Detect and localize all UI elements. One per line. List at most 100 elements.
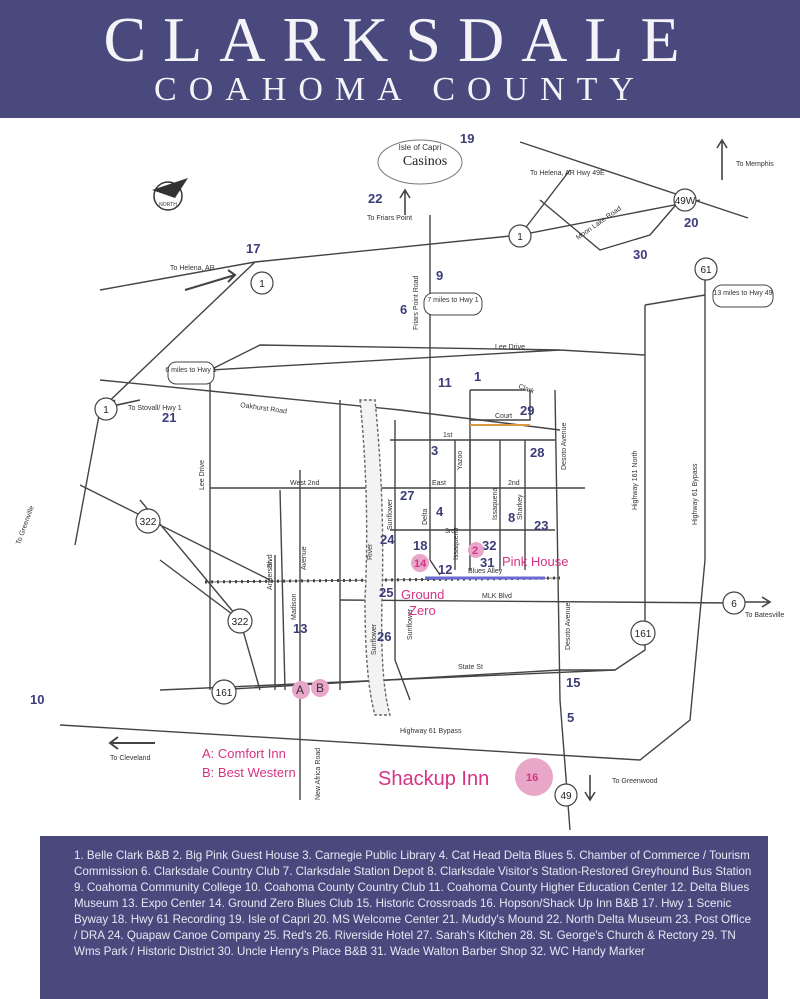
route-shield-1-north: 1 <box>508 224 532 248</box>
header-banner: CLARKSDALE COAHOMA COUNTY <box>0 0 800 118</box>
cross-streets <box>454 440 526 570</box>
ground-zero-label-2: Zero <box>409 603 436 618</box>
moon-lake-road <box>519 169 681 251</box>
route-shield-322-north: 322 <box>135 508 161 534</box>
dest-friars: To Friars Point <box>367 215 412 222</box>
shackup-marker-circle <box>515 758 553 796</box>
hwy-61-north <box>59 260 706 761</box>
casino-logo-main: Casinos <box>403 154 447 169</box>
site-number: 31 <box>480 555 494 570</box>
note-box-hwy49 <box>712 284 774 308</box>
site-number: 4 <box>436 504 444 519</box>
hwy-49e <box>519 141 749 219</box>
arrow-memphis <box>716 138 728 180</box>
map-subtitle: COAHOMA COUNTY <box>154 71 646 108</box>
dest-helena-left: To Helena, AR <box>170 265 215 272</box>
street-desoto-south: Desoto Avenue <box>565 603 572 650</box>
north-arrow-icon: NORTH <box>152 178 188 211</box>
street-oakhurst: Oakhurst Road <box>240 402 288 415</box>
svg-text:322: 322 <box>140 517 157 528</box>
madison-ave <box>279 489 286 691</box>
dest-memphis: To Memphis <box>736 161 774 168</box>
site-number: 29 <box>520 403 534 418</box>
site-number: 18 <box>413 538 427 553</box>
site-number: 10 <box>30 692 44 707</box>
marker-14: 14 <box>414 558 427 570</box>
compass-label: NORTH <box>159 202 177 208</box>
site-number: 32 <box>482 538 496 553</box>
street-hwy161-north: Highway 161 North <box>632 450 639 510</box>
site-number: 1 <box>474 369 481 384</box>
dest-greenwood: To Greenwood <box>612 778 658 785</box>
svg-text:322: 322 <box>232 617 249 628</box>
street-east: East <box>432 480 446 487</box>
map-title: CLARKSDALE <box>103 4 697 75</box>
marker-b: B <box>316 681 324 695</box>
street-court: Court <box>495 413 512 420</box>
sunflower-ave <box>394 420 411 701</box>
street-clark: Clark <box>517 383 535 395</box>
state-street <box>214 669 615 691</box>
site-number: 13 <box>293 621 307 636</box>
svg-text:1: 1 <box>103 405 109 416</box>
route-shield-1-west: 1 <box>250 271 274 295</box>
best-western-label: B: Best Western <box>202 765 296 780</box>
street-2nd: 2nd <box>508 480 520 487</box>
street-lee-drive-west: Lee Drive <box>199 460 206 490</box>
route-shield-161-east: 161 <box>630 620 656 646</box>
site-number: 21 <box>162 410 176 425</box>
note-hwy1-west: 6 miles to Hwy 1 <box>165 367 216 374</box>
street-west-2nd: West 2nd <box>290 480 320 487</box>
route-shield-322-south: 322 <box>227 608 253 634</box>
street-state: State St <box>458 664 483 671</box>
site-number: 6 <box>400 302 407 317</box>
dest-batesville: To Batesville <box>745 612 784 619</box>
site-number: 30 <box>633 247 647 262</box>
site-number: 26 <box>377 629 391 644</box>
site-number: 20 <box>684 215 698 230</box>
comfort-inn-label: A: Comfort Inn <box>202 746 286 761</box>
site-number: 24 <box>380 532 395 547</box>
marker-a: A <box>296 683 304 697</box>
route-shield-161-west: 161 <box>211 679 237 705</box>
marker-b-circle <box>311 679 329 697</box>
site-number: 3 <box>431 443 438 458</box>
street-mlk: MLK Blvd <box>482 593 512 600</box>
svg-text:49: 49 <box>560 791 572 802</box>
legend-text: 1. Belle Clark B&B 2. Big Pink Guest Hou… <box>74 849 752 958</box>
site-number: 5 <box>567 710 574 725</box>
svg-text:161: 161 <box>635 629 652 640</box>
mlk-blvd <box>339 599 736 604</box>
street-anderson: Anderson <box>267 560 274 590</box>
site-number: 9 <box>436 268 443 283</box>
street-first: 1st <box>443 432 452 439</box>
site-number: 8 <box>508 510 515 525</box>
friars-point-road <box>429 215 441 576</box>
site-number: 12 <box>438 562 452 577</box>
street-sunflower-ave: Sunflower <box>407 608 414 640</box>
marker-a-circle <box>292 681 310 699</box>
route-shield-49w: 49W <box>673 188 697 212</box>
site-number: 11 <box>438 375 452 390</box>
site-number: 25 <box>379 585 393 600</box>
note-box-hwy1-north <box>423 292 483 316</box>
dest-greenville: To Greenville <box>15 505 36 546</box>
route-shield-1-far-west: 1 <box>94 397 118 421</box>
oakhurst-road <box>99 379 561 431</box>
site-number: 17 <box>246 241 260 256</box>
street-desoto: Desoto Avenue <box>561 423 568 470</box>
marker-2-circle <box>468 542 484 558</box>
dest-stovall: To Stovall/ Hwy 1 <box>128 405 182 412</box>
svg-text:1: 1 <box>517 232 523 243</box>
street-blvd: Blvd <box>267 554 274 568</box>
marker-14-circle <box>411 554 429 572</box>
street-new-africa: New Africa Road <box>315 748 322 800</box>
arrow-greenwood <box>584 775 596 802</box>
svg-text:61: 61 <box>700 265 712 276</box>
svg-text:161: 161 <box>216 688 233 699</box>
street-sunflower: Sunflower <box>387 498 394 530</box>
river-label-sunflower: Sunflower <box>371 623 378 655</box>
marker-2: 2 <box>472 545 478 557</box>
route-shield-6: 6 <box>722 591 746 615</box>
site-number: 23 <box>534 518 548 533</box>
